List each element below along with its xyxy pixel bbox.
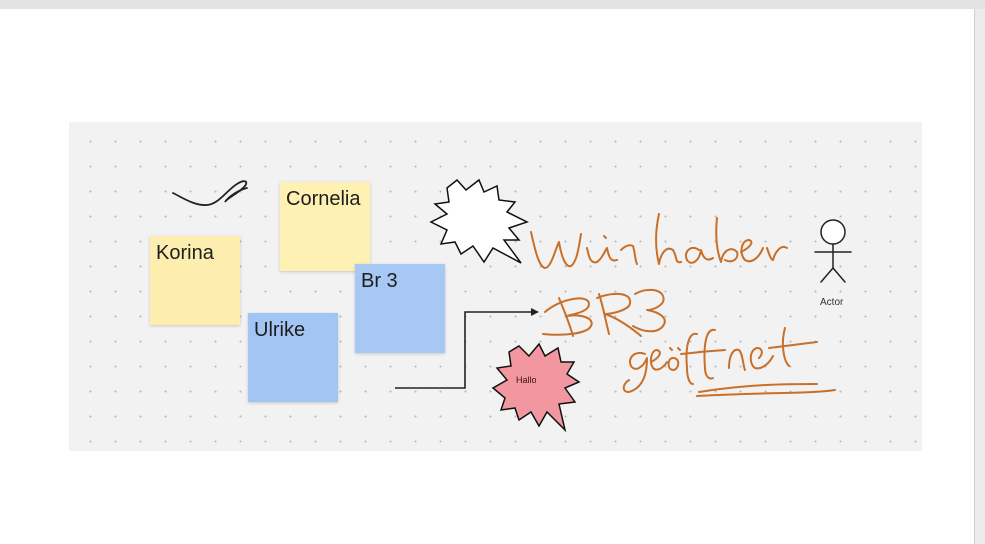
black-scribble [172, 180, 248, 206]
pink-burst-shape [491, 342, 581, 433]
white-burst-shape [429, 178, 529, 264]
sticky-note-ulrike[interactable]: Ulrike [248, 313, 338, 402]
sticky-note-label: Ulrike [254, 319, 306, 341]
handwriting-wir-haben [530, 213, 788, 269]
sticky-note-korina[interactable]: Korina [150, 236, 240, 325]
actor-label: Actor [820, 297, 844, 308]
sticky-note-br3[interactable]: Br 3 [355, 264, 445, 353]
sticky-note-label: Br 3 [361, 270, 398, 292]
ink-layer [172, 178, 852, 433]
burst-label: Hallo [516, 375, 537, 385]
sticky-note-cornelia[interactable]: Cornelia [280, 182, 370, 271]
actor-figure [814, 219, 852, 283]
sticky-note-label: Korina [156, 242, 214, 264]
sticky-note-label: Cornelia [286, 188, 361, 210]
connector-arrow [395, 311, 533, 389]
arrow-head [531, 308, 539, 316]
whiteboard-canvas[interactable]: Cornelia Korina Br 3 Ulrike Hallo Actor [69, 122, 922, 451]
window-top-bar [0, 0, 985, 9]
handwriting-br3 [542, 288, 666, 337]
scrollbar-gutter[interactable] [975, 9, 985, 544]
handwriting-geoeffnet [622, 327, 836, 397]
